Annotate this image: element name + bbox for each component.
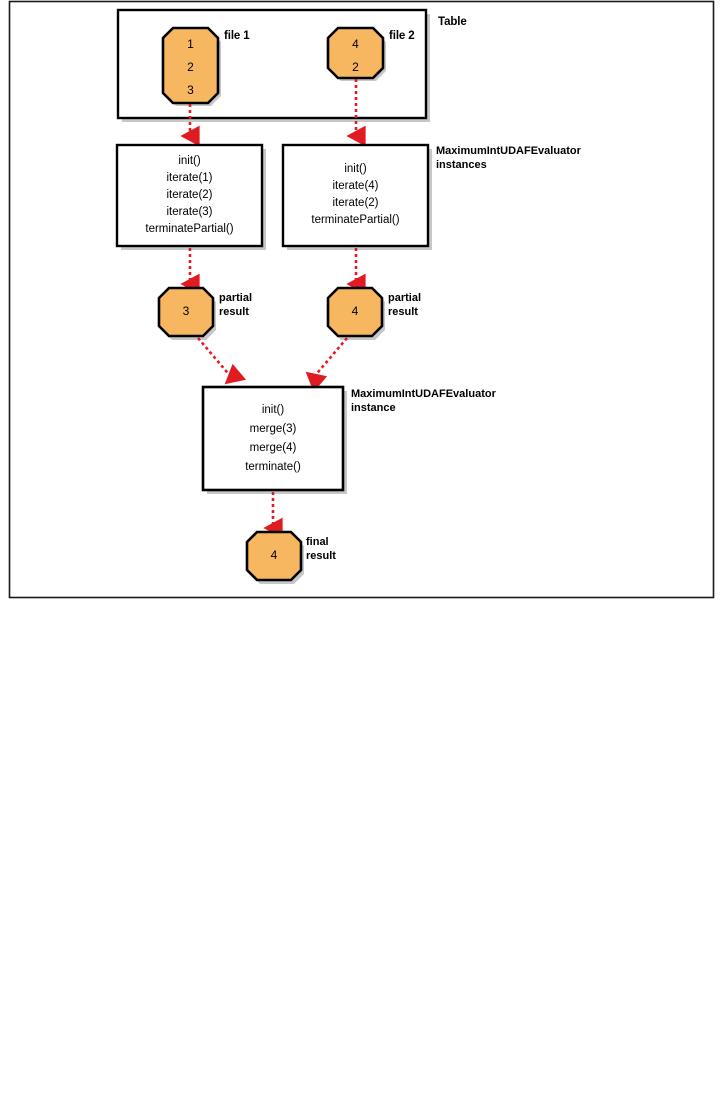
file-1-value-1: 1 <box>187 37 194 51</box>
evaluator-2-call-4: terminatePartial() <box>311 214 400 226</box>
evaluator-1-call-4: iterate(3) <box>166 206 213 218</box>
merge-call-3: merge(4) <box>249 442 297 454</box>
merge-instance-label-line2: instance <box>351 402 396 414</box>
file-1-chip <box>161 26 220 105</box>
file-2-chip <box>326 26 385 80</box>
evaluator-box-1 <box>115 143 264 248</box>
arrow-partial2-to-merge <box>305 337 348 393</box>
merge-call-2: merge(3) <box>249 423 297 435</box>
file-1-label: file 1 <box>224 30 250 42</box>
partial-result-1-label-line2: result <box>219 306 249 318</box>
partial-result-1-label-line1: partial <box>219 292 253 304</box>
table-label: Table <box>438 16 467 28</box>
evaluator-1-call-1: init() <box>178 155 201 167</box>
evaluator-box-2 <box>281 143 430 248</box>
partial-result-2-label-line1: partial <box>388 292 422 304</box>
arrow-partial1-to-merge <box>197 337 247 385</box>
evaluator-2-call-3: iterate(2) <box>332 197 379 209</box>
partial-result-2-chip <box>326 286 384 338</box>
final-result-chip <box>245 530 303 582</box>
merge-box <box>201 385 345 492</box>
final-result-value: 4 <box>270 548 278 562</box>
evaluator-1-call-3: iterate(2) <box>166 189 213 201</box>
merge-instance-label-line1: MaximumIntUDAFEvaluator <box>351 388 496 400</box>
evaluator-2-call-1: init() <box>344 163 367 175</box>
final-result-label-line1: final <box>306 536 329 548</box>
partial-result-2-value: 4 <box>351 304 359 318</box>
evaluator-instances-label-line1: MaximumIntUDAFEvaluator <box>436 145 581 157</box>
partial-result-1-value: 3 <box>182 304 190 318</box>
evaluator-1-call-2: iterate(1) <box>166 172 213 184</box>
file-1-value-3: 3 <box>187 83 194 97</box>
evaluator-instances-label-line2: instances <box>436 159 487 171</box>
partial-result-2-label-line2: result <box>388 306 418 318</box>
merge-call-4: terminate() <box>245 461 301 473</box>
evaluator-2-call-2: iterate(4) <box>332 180 379 192</box>
file-1-value-2: 2 <box>187 60 194 74</box>
file-2-value-2: 2 <box>352 60 359 74</box>
evaluator-1-call-5: terminatePartial() <box>145 223 234 235</box>
final-result-label-line2: result <box>306 550 336 562</box>
file-2-value-1: 4 <box>352 37 359 51</box>
merge-call-1: init() <box>261 404 285 416</box>
file-2-label: file 2 <box>389 30 415 42</box>
partial-result-1-chip <box>157 286 215 338</box>
